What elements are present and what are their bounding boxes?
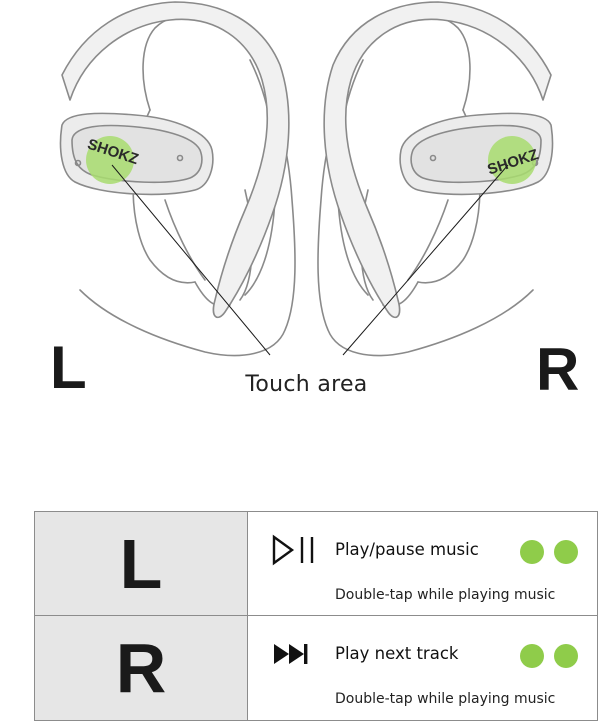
gesture-table: L Play/pause music Double-tap while play… (34, 511, 598, 721)
right-side-label: R (536, 336, 580, 403)
gesture-description-left: Double-tap while playing music (335, 587, 556, 603)
tap-dot (554, 540, 578, 564)
earbud-illustration: SHOKZ SHOKZ (59, 1, 554, 357)
gesture-cell-left: Play/pause music Double-tap while playin… (249, 512, 597, 615)
right-leader-line (342, 164, 509, 356)
double-tap-indicator-right (520, 644, 578, 668)
gesture-description-right: Double-tap while playing music (335, 691, 556, 707)
left-ear-hook (61, 1, 290, 319)
left-touch-area (86, 136, 134, 184)
touch-area-label: Touch area (245, 372, 368, 397)
gesture-row-left: L Play/pause music Double-tap while play… (35, 512, 597, 616)
gesture-action-right: Play next track (335, 644, 459, 663)
right-touch-area (488, 136, 536, 184)
tap-dot (554, 644, 578, 668)
gesture-cell-right: Play next track Double-tap while playing… (249, 616, 597, 720)
left-side-label: L (50, 334, 87, 401)
double-tap-indicator-left (520, 540, 578, 564)
gesture-side-left: L (35, 512, 248, 615)
gesture-row-right: R Play next track Double-tap while playi… (35, 616, 597, 720)
left-leader-line (111, 164, 271, 356)
play-pause-icon (272, 534, 314, 566)
next-track-icon (274, 644, 308, 664)
tap-dot (520, 644, 544, 668)
right-ear-hook (323, 1, 552, 319)
gesture-action-left: Play/pause music (335, 540, 479, 559)
tap-dot (520, 540, 544, 564)
gesture-side-right: R (35, 616, 248, 720)
